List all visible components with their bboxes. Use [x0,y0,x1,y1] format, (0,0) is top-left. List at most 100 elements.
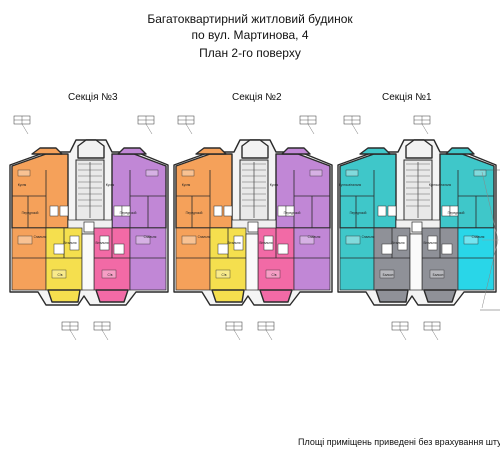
furniture [345,169,359,177]
apartment-upper-left [175,153,233,229]
room-label: Передпокій [448,211,465,215]
room-label: Вітальня [227,241,240,245]
apartment-tag [299,115,317,135]
bathroom [217,243,229,255]
core-bay [241,139,269,159]
apartment-tag [93,321,111,341]
apartment-tag [423,321,441,341]
core-bay [77,139,105,159]
room-label: С/в [58,273,63,277]
apartment-tag [225,321,243,341]
apartment-tag [13,115,31,135]
bathroom [427,235,438,251]
room-label: Кухня-вітальня [429,183,451,187]
bathroom [263,235,274,251]
room-label: Вітальня [423,241,436,245]
furniture [429,269,445,279]
tag-leader [351,123,359,135]
bathroom [277,243,289,255]
furniture [135,235,151,245]
room-label: Спальня [472,235,485,239]
furniture [101,269,117,279]
bathroom [381,243,393,255]
tag-leader [431,329,439,341]
bay-window [423,289,457,303]
apartment-tag [137,115,155,135]
furniture [51,269,67,279]
adjacent-building-outline [480,169,500,311]
furniture [345,235,361,245]
apartment-tag [177,115,195,135]
room-label: Передпокій [186,211,203,215]
bathroom [223,205,233,217]
apartment-upper-left [339,153,397,229]
room-label: Кухня [18,183,27,187]
furniture [473,169,487,177]
shaft [409,233,423,291]
bathroom [113,243,125,255]
tag-leader [101,329,109,341]
bay-window [117,147,147,155]
bay-window [195,147,227,155]
room-label: Спальня [34,235,47,239]
apartment-upper-left [11,153,69,229]
furniture [309,169,323,177]
tag-leader [421,123,429,135]
apartment-tag [413,115,431,135]
bay-window [445,147,475,155]
bathroom [377,205,387,217]
tag-leader [145,123,153,135]
furniture [17,235,33,245]
tag-leader [399,329,407,341]
room-label: Вітальня [63,241,76,245]
shaft [245,233,259,291]
room-label: Передпокій [350,211,367,215]
bathroom [449,205,459,217]
room-label: Спальня [198,235,211,239]
shaft [81,233,95,291]
title-line-2: по вул. Мартинова, 4 [191,28,309,42]
furniture [181,235,197,245]
tag-leader [69,329,77,341]
bathroom [59,205,69,217]
section-3-plan [9,139,169,306]
room-label: Балкон [383,273,394,277]
room-label: Вітальня [391,241,404,245]
bay-window [95,289,129,303]
furniture [17,169,31,177]
bathroom [99,235,110,251]
bathroom [53,243,65,255]
apartment-tag [257,321,275,341]
furniture [299,235,315,245]
bay-window [211,289,245,303]
room-label: Кухня [106,183,115,187]
section-1-label: Секція №1 [382,92,432,103]
bathroom [213,205,223,217]
furniture [379,269,395,279]
bay-window [359,147,391,155]
room-label: С/в [108,273,113,277]
tag-leader [233,329,241,341]
room-label: Передпокій [22,211,39,215]
section-2-plan [173,139,333,306]
apartment-tags [13,115,441,341]
lift-shaft [247,221,259,233]
bathroom [49,205,59,217]
apartment-tag [391,321,409,341]
room-label: Вітальня [95,241,108,245]
apartment-tag [61,321,79,341]
section-1-plan [337,139,497,306]
core-bay [405,139,433,159]
tag-leader [307,123,315,135]
title-line-1: Багатоквартирний житловий будинок [147,12,353,26]
room-label: Вітальня [259,241,272,245]
room-label: С/в [272,273,277,277]
apartment-tag [343,115,361,135]
room-label: Спальня [144,235,157,239]
room-label: Передпокій [120,211,137,215]
apartment-lower-left [11,227,47,291]
room-label: Кухня [182,183,191,187]
bathroom [387,205,397,217]
tag-leader [265,329,273,341]
